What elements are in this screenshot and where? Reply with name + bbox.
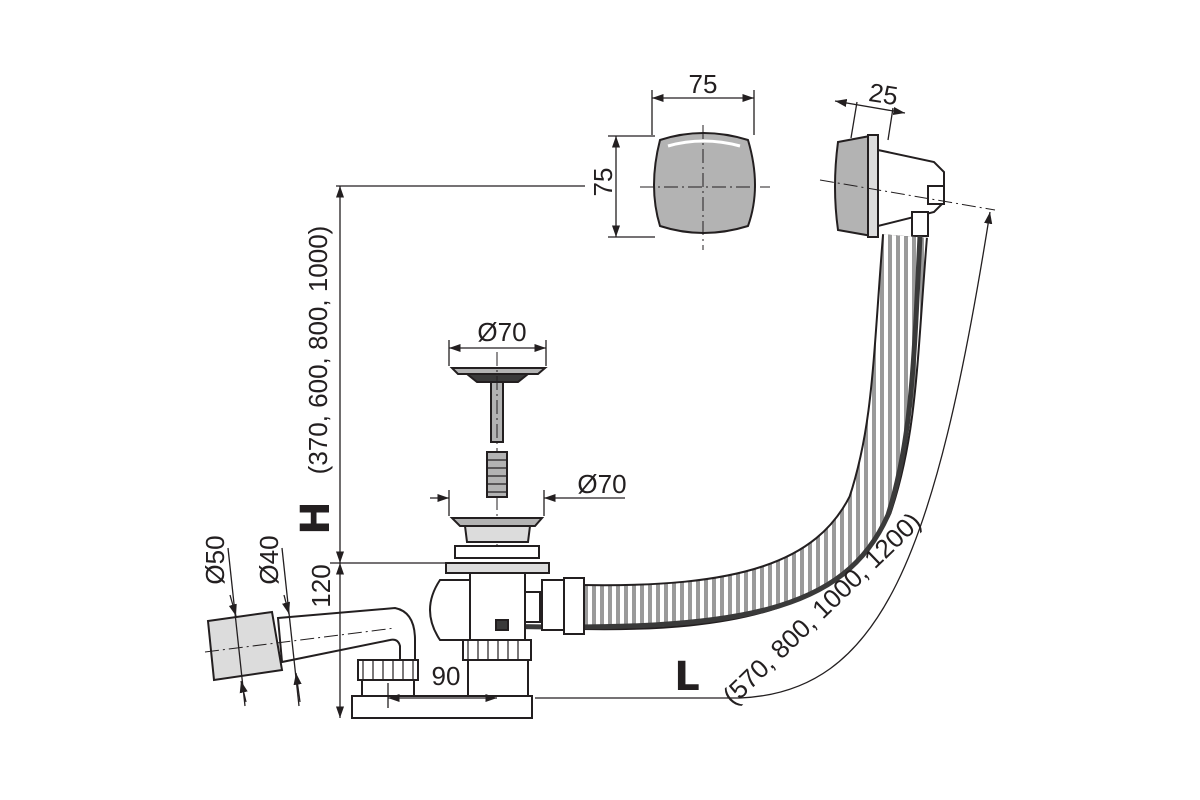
height-dimension: H (370, 600, 800, 1000): [293, 185, 585, 564]
plug-diameter-dimension: Ø70: [448, 317, 547, 366]
strainer-diameter-label: Ø70: [577, 469, 626, 499]
plug-assembly: [449, 352, 548, 710]
outlet-d50-label: Ø50: [200, 535, 230, 584]
overflow-cap-front-view: [640, 125, 770, 250]
length-letter: L: [674, 654, 700, 700]
outlet-diameter-dimensions: Ø50 Ø40: [200, 535, 302, 707]
trap-offset-dimension: 90: [387, 661, 497, 708]
flexible-hose: [499, 234, 928, 631]
trap-offset-label: 90: [432, 661, 461, 691]
waste-outlet-pipe: [204, 606, 419, 697]
overflow-side-view: [819, 134, 996, 238]
height-options-label: (370, 600, 800, 1000): [303, 226, 333, 475]
outlet-d40-label: Ø40: [254, 535, 284, 584]
trap-height-label: 120: [306, 564, 336, 607]
cap-width-label: 75: [689, 69, 718, 99]
trap-height-dimension: 120: [306, 563, 345, 718]
plug-diameter-label: Ø70: [477, 317, 526, 347]
cap-height-dimension: 75: [588, 135, 655, 238]
overflow-depth-label: 25: [867, 77, 900, 111]
strainer-diameter-dimension: Ø70: [430, 469, 627, 516]
height-letter: H: [293, 501, 339, 534]
cap-width-dimension: 75: [651, 69, 755, 135]
overflow-depth-dimension: 25: [834, 77, 906, 141]
cap-height-label: 75: [588, 168, 618, 197]
